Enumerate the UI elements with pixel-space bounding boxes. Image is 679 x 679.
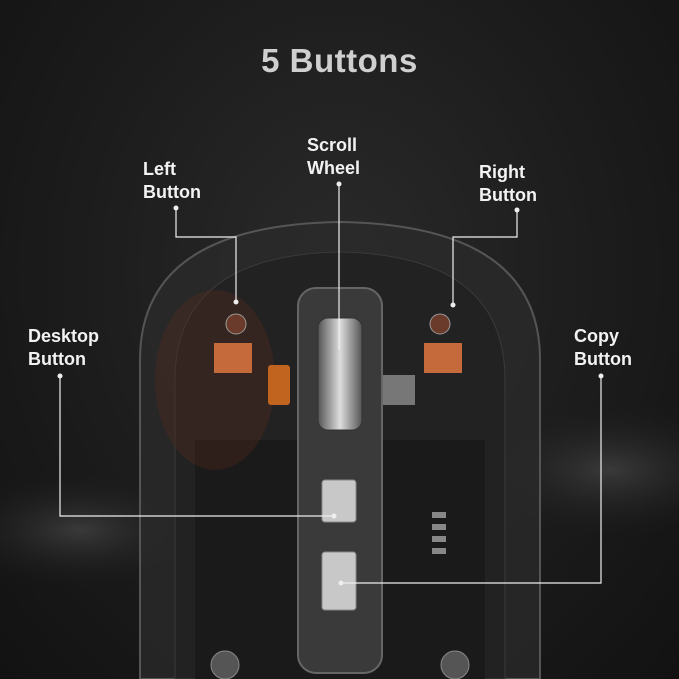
left-button-switch (225, 313, 247, 335)
label-line: Button (574, 349, 632, 369)
label-line: Right (479, 162, 525, 182)
label-line: Button (28, 349, 86, 369)
left-switch-block (214, 343, 252, 373)
label-line: Button (143, 182, 201, 202)
right-button-switch (429, 313, 451, 335)
label-line: Left (143, 159, 176, 179)
scroll-wheel-label: Scroll Wheel (307, 134, 360, 180)
callout-dots (57, 181, 604, 586)
copy-button (321, 551, 357, 611)
right-button-label: Right Button (479, 161, 537, 207)
desktop-button-label: Desktop Button (28, 325, 99, 371)
copy-button-label: Copy Button (574, 325, 632, 371)
label-line: Desktop (28, 326, 100, 346)
orange-part (268, 365, 290, 405)
label-line: Button (479, 185, 537, 205)
label-line: Wheel (307, 158, 361, 178)
right-switch-block (424, 343, 462, 373)
label-line: Copy (574, 326, 619, 346)
scroll-wheel (317, 317, 363, 431)
label-line: Scroll (307, 135, 358, 155)
desktop-button (321, 479, 357, 523)
callout-lines (59, 184, 602, 584)
left-button-label: Left Button (143, 158, 201, 204)
page-title: 5 Buttons (261, 42, 418, 79)
